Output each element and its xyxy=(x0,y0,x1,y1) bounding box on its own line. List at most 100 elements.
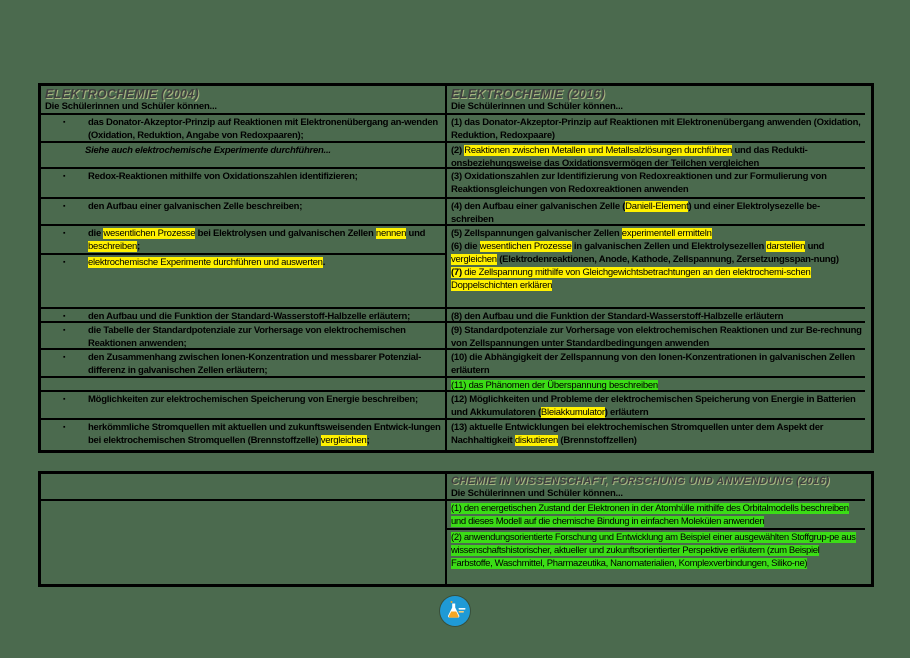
text-segment: ; xyxy=(137,241,140,252)
list-item: (12) Möglichkeiten und Probleme der elek… xyxy=(447,393,865,418)
text-segment: die Tabelle der Standardpotenziale zur V… xyxy=(88,325,406,349)
text-segment: den Aufbau und die Funktion der Standard… xyxy=(88,311,411,322)
text-segment: (1) den energetischen Zustand der Elektr… xyxy=(451,503,849,527)
section-subtitle: Die Schülerinnen und Schüler können... xyxy=(451,488,623,499)
text-segment: . xyxy=(322,257,326,268)
table-cell: ▪die wesentlichen Prozesse bei Elektroly… xyxy=(41,226,445,255)
table-cell: (2) anwendungsorientierte Forschung und … xyxy=(447,530,865,584)
text-segment: (1) das Donator-Akzeptor-Prinzip auf Rea… xyxy=(451,117,861,141)
text-segment: in galvanischen Zellen und Elektrolyseze… xyxy=(571,241,767,252)
bullet-icon: ▪ xyxy=(63,203,66,210)
text-segment: Daniell-Element xyxy=(625,201,689,212)
text-segment: die xyxy=(88,228,104,239)
list-item: ▪ die Tabelle der Standardpotenziale zur … xyxy=(41,324,445,349)
list-item: ▪ den Aufbau und die Funktion der Standar… xyxy=(41,310,445,322)
header-cell: ELEKTROCHEMIE (2016)Die Schülerinnen und… xyxy=(447,86,865,115)
text-segment: (12) Möglichkeiten und Probleme der elek… xyxy=(451,394,856,418)
table-cell: ▪ den Aufbau einer galvanischen Zelle bes… xyxy=(41,199,445,226)
text-segment: (2) anwendungsorientierte Forschung und … xyxy=(451,532,856,569)
bullet-icon: ▪ xyxy=(63,259,66,266)
list-item: (11) das Phänomen der Überspannung besch… xyxy=(447,379,865,391)
text-segment: darstellen xyxy=(766,241,806,252)
table-cell: Siehe auch elektrochemische Experimente … xyxy=(41,143,445,169)
list-item: (1) das Donator-Akzeptor-Prinzip auf Rea… xyxy=(447,116,865,141)
text-segment: das Donator-Akzeptor-Prinzip auf Reaktio… xyxy=(88,117,438,141)
bullet-icon: ▪ xyxy=(63,313,66,320)
list-item: ▪herkömmliche Stromquellen mit aktuellen… xyxy=(41,421,445,447)
list-item: (8) den Aufbau und die Funktion der Stan… xyxy=(447,310,865,322)
header-cell: CHEMIE IN WISSENSCHAFT, FORSCHUNG UND AN… xyxy=(447,474,865,501)
empty-cell xyxy=(41,474,445,501)
text-segment: (5) Zellspannungen galvanischer Zellen xyxy=(451,228,622,239)
table-cell: (2) Reaktionen zwischen Metallen und Met… xyxy=(447,143,865,169)
bullet-icon: ▪ xyxy=(63,327,66,334)
text-segment: (11) das Phänomen der Überspannung besch… xyxy=(451,380,658,391)
bullet-icon: ▪ xyxy=(63,396,66,403)
list-item: (13) aktuelle Entwicklungen bei elektroc… xyxy=(447,421,865,447)
text-segment: diskutieren xyxy=(514,435,559,446)
text-segment: (13) aktuelle Entwicklungen bei elektroc… xyxy=(451,422,824,446)
list-item: (5) Zellspannungen galvanischer Zellen e… xyxy=(447,227,865,240)
chemie-wissenschaft-table: CHEMIE IN WISSENSCHAFT, FORSCHUNG UND AN… xyxy=(38,471,874,587)
list-item: ▪ Redox-Reaktionen mithilfe von Oxidation… xyxy=(41,170,445,183)
text-segment: (7) xyxy=(451,267,462,278)
text-segment: Redox-Reaktionen mithilfe von Oxidations… xyxy=(88,171,358,182)
text-segment: ) erläutern xyxy=(604,407,649,418)
text-segment: Möglichkeiten zur elektrochemischen Spei… xyxy=(88,394,418,405)
list-item: (4) den Aufbau einer galvanischen Zelle … xyxy=(447,200,865,225)
table-cell: (8) den Aufbau und die Funktion der Stan… xyxy=(447,309,865,323)
list-item: (6) die wesentlichen Prozesse in galvani… xyxy=(447,240,865,266)
text-segment: elektrochemische Experimente durchführen… xyxy=(88,257,323,268)
table-cell: ▪ elektrochemische Experimente durchführe… xyxy=(41,255,445,309)
list-item: ▪den Zusammenhang zwischen Ionen-Konzent… xyxy=(41,351,445,376)
text-segment: beschreiben xyxy=(88,241,138,252)
table-cell: (12) Möglichkeiten und Probleme der elek… xyxy=(447,392,865,420)
list-item: ▪ elektrochemische Experimente durchführe… xyxy=(41,256,445,269)
flask-icon xyxy=(448,601,466,618)
list-item: (10) die Abhängigkeit der Zellspannung v… xyxy=(447,351,865,376)
text-segment: ; xyxy=(366,435,370,446)
table-cell: ▪ das Donator-Akzeptor-Prinzip auf Reakti… xyxy=(41,115,445,143)
column-elektrochemie-2004: ELEKTROCHEMIE (2004)Die Schülerinnen und… xyxy=(41,86,445,450)
column-empty xyxy=(41,474,445,584)
list-item: (1) den energetischen Zustand der Elektr… xyxy=(447,502,865,528)
bullet-icon: ▪ xyxy=(63,173,66,180)
text-segment: vergleichen xyxy=(451,254,497,265)
table-cell: (11) das Phänomen der Überspannung besch… xyxy=(447,378,865,392)
text-segment: wesentlichen Prozesse xyxy=(479,241,572,252)
table-cell: ▪ den Aufbau und die Funktion der Standar… xyxy=(41,309,445,323)
text-segment: (6) die xyxy=(451,241,480,252)
section-title: CHEMIE IN WISSENSCHAFT, FORSCHUNG UND AN… xyxy=(451,475,830,487)
list-item: (7) die Zellspannung mithilfe von Gleich… xyxy=(447,266,865,292)
text-segment: und xyxy=(805,241,825,252)
text-segment: den Aufbau einer galvanischen Zelle besc… xyxy=(88,201,303,212)
table-cell: (3) Oxidationszahlen zur Identifizierung… xyxy=(447,169,865,199)
table-cell: ▪den Zusammenhang zwischen Ionen-Konzent… xyxy=(41,350,445,378)
section-title: ELEKTROCHEMIE (2004) xyxy=(45,87,199,101)
table-cell: ▪ die Tabelle der Standardpotenziale zur … xyxy=(41,323,445,350)
table-cell: (4) den Aufbau einer galvanischen Zelle … xyxy=(447,199,865,226)
bullet-icon: ▪ xyxy=(63,424,66,431)
text-segment: (Elektrodenreaktionen, Anode, Kathode, Z… xyxy=(496,254,839,265)
section-subtitle: Die Schülerinnen und Schüler können... xyxy=(451,101,623,112)
text-segment: (8) den Aufbau und die Funktion der Stan… xyxy=(451,311,784,322)
text-segment: die Zellspannung mithilfe von Gleichgewi… xyxy=(451,267,811,291)
curriculum-comparison-table: ELEKTROCHEMIE (2004) Die Schülerinnen und… xyxy=(38,83,874,453)
list-item: ▪ das Donator-Akzeptor-Prinzip auf Reakti… xyxy=(41,116,445,141)
table-cell: ▪ Redox-Reaktionen mithilfe von Oxidation… xyxy=(41,169,445,199)
column-chemie-wissenschaft-2016: CHEMIE IN WISSENSCHAFT, FORSCHUNG UND AN… xyxy=(445,474,865,584)
bullet-icon: ▪ xyxy=(63,119,66,126)
text-segment: Reaktionen zwischen Metallen und Metalls… xyxy=(464,145,733,156)
section-title: ELEKTROCHEMIE (2016) xyxy=(451,87,605,101)
table-cell: (10) die Abhängigkeit der Zellspannung v… xyxy=(447,350,865,378)
empty-cell xyxy=(41,501,445,584)
column-elektrochemie-2016: ELEKTROCHEMIE (2016)Die Schülerinnen und… xyxy=(445,86,865,450)
text-segment: und xyxy=(406,228,426,239)
list-item: Siehe auch elektrochemische Experimente … xyxy=(41,144,445,157)
table-cell: (1) den energetischen Zustand der Elektr… xyxy=(447,501,865,530)
bullet-icon: ▪ xyxy=(63,354,66,361)
table-cell: (9) Standardpotenziale zur Vorhersage vo… xyxy=(447,323,865,350)
text-segment: ) und einer Elektrolysezelle be-schreibe… xyxy=(451,201,820,225)
text-segment: (Brennstoffzellen) xyxy=(558,435,637,446)
